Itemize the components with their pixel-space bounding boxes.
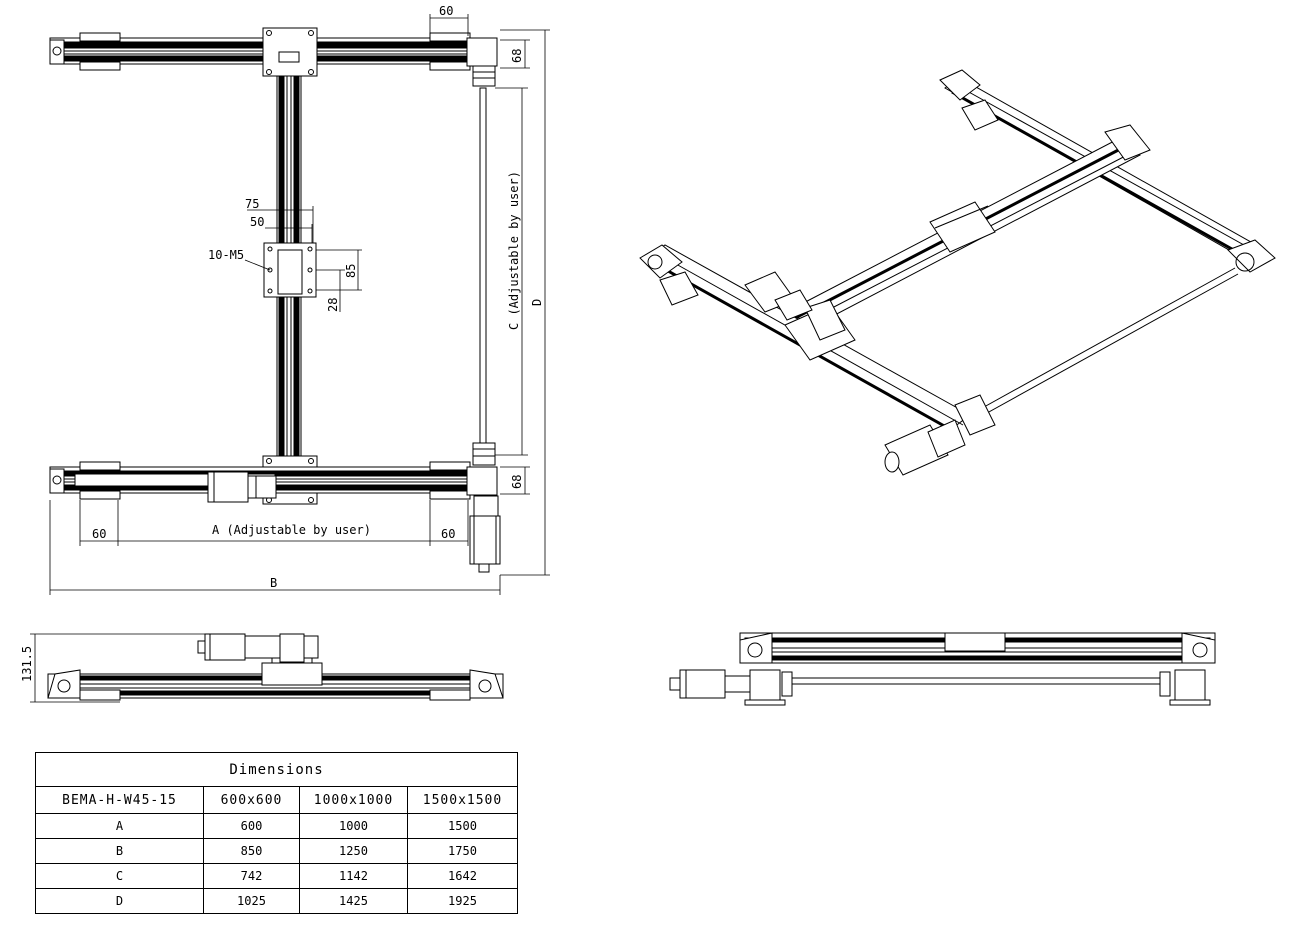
dim-c-label: C (Adjustable by user) — [507, 171, 521, 330]
iso-motor-middle — [744, 271, 813, 321]
row-value: 1425 — [299, 888, 408, 914]
row-value: 742 — [203, 863, 300, 889]
dim-carriage-85: 85 — [344, 264, 358, 278]
carriage — [263, 242, 317, 298]
row-value: 850 — [203, 838, 300, 864]
iso-crossbeam — [789, 124, 1151, 329]
dim-top-68: 68 — [510, 49, 524, 63]
row-value: 1142 — [299, 863, 408, 889]
row-label: D — [35, 888, 204, 914]
bottom-rail — [49, 461, 498, 503]
row-value: 600 — [203, 813, 300, 839]
iso-shaft — [954, 267, 1239, 436]
side-view-right — [669, 632, 1216, 706]
row-value: 1750 — [407, 838, 518, 864]
iso-front-rail — [639, 244, 971, 434]
dim-b-label: B — [270, 576, 277, 590]
table-row: D 1025 1425 1925 — [35, 888, 518, 914]
iso-motor-front — [884, 419, 966, 476]
drive-shaft — [472, 87, 496, 466]
dim-bottom-68: 68 — [510, 475, 524, 489]
dim-carriage-50: 50 — [250, 215, 264, 229]
table-size-header: 600x600 — [203, 786, 300, 814]
row-value: 1500 — [407, 813, 518, 839]
row-value: 1025 — [203, 888, 300, 914]
table-size-header: 1000x1000 — [299, 786, 408, 814]
top-view: 60 68 75 50 10-M5 85 28 C (Adjustable by… — [49, 4, 550, 595]
isometric-view — [639, 69, 1276, 476]
row-label: B — [35, 838, 204, 864]
row-value: 1250 — [299, 838, 408, 864]
dimensions-table: Dimensions BEMA-H-W45-15 600x600 1000x10… — [35, 752, 518, 914]
dim-carriage-75: 75 — [245, 197, 259, 211]
dim-d-label: D — [530, 299, 544, 306]
row-value: 1925 — [407, 888, 518, 914]
table-row: A 600 1000 1500 — [35, 813, 518, 839]
dim-side-height: 131.5 — [20, 646, 34, 682]
row-label: A — [35, 813, 204, 839]
side-view-left: 131.5 — [20, 633, 504, 703]
dim-carriage-28: 28 — [326, 298, 340, 312]
dim-a-label: A (Adjustable by user) — [212, 523, 371, 537]
table-size-header: 1500x1500 — [407, 786, 518, 814]
table-row: C 742 1142 1642 — [35, 863, 518, 889]
motor-bottom-right — [469, 495, 501, 573]
row-value: 1642 — [407, 863, 518, 889]
row-value: 1000 — [299, 813, 408, 839]
table-row: B 850 1250 1750 — [35, 838, 518, 864]
table-model-header: BEMA-H-W45-15 — [35, 786, 204, 814]
dim-top-60: 60 — [439, 4, 453, 18]
dim-right-60: 60 — [441, 527, 455, 541]
row-label: C — [35, 863, 204, 889]
dim-tap: 10-M5 — [208, 248, 244, 262]
table-title: Dimensions — [35, 752, 518, 787]
top-view-dimensions — [49, 14, 550, 595]
dim-left-60: 60 — [92, 527, 106, 541]
